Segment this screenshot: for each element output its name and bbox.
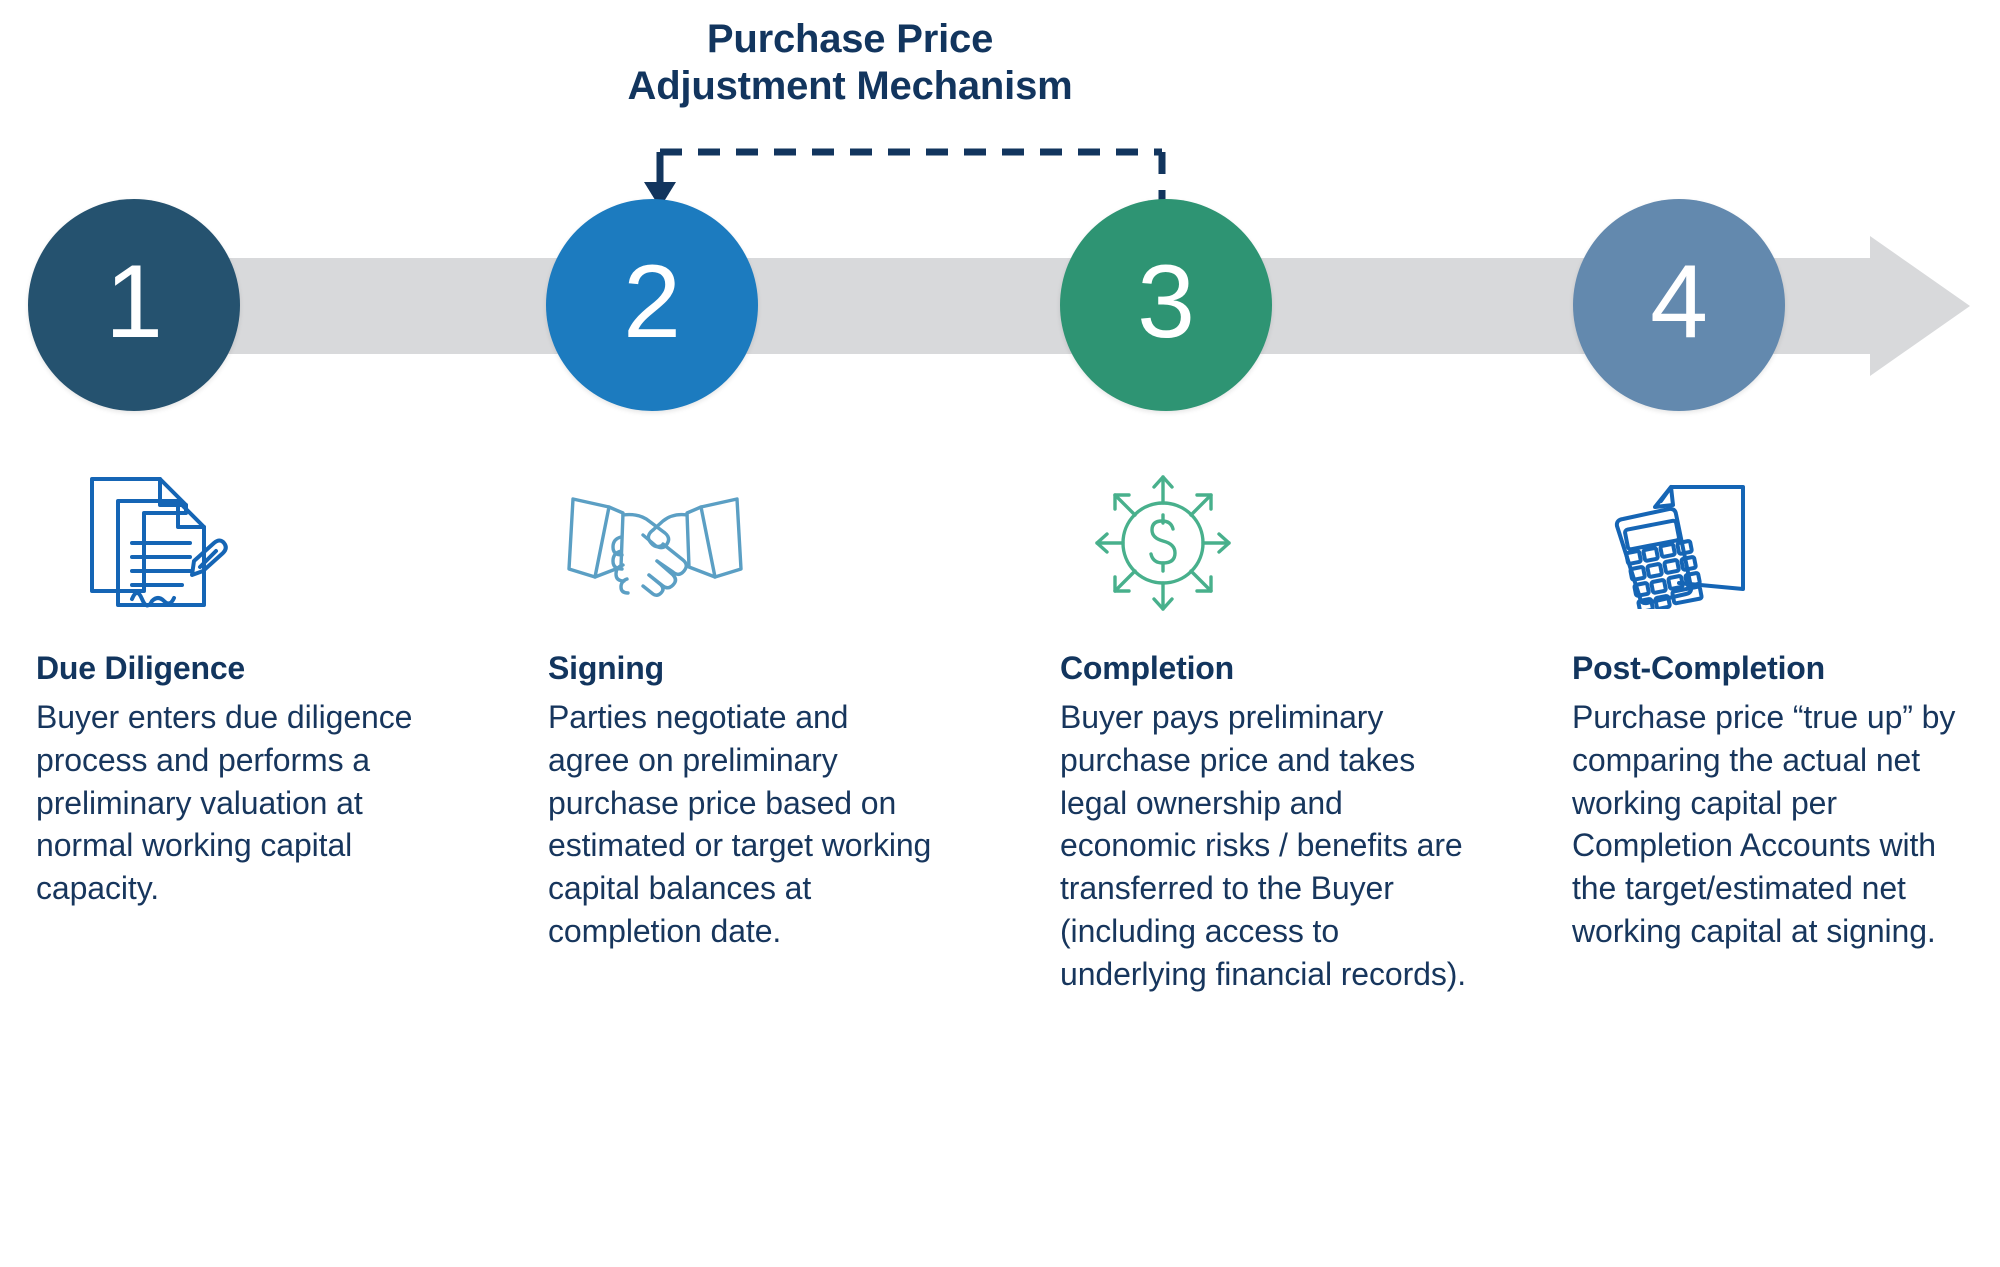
step-4-heading: Post-Completion [1572,650,1825,686]
step-4-icon-container [1588,468,1778,618]
step-1-number: 1 [105,244,163,360]
step-3-body: Buyer pays preliminary purchase price an… [1060,698,1467,993]
step-2-body: Parties negotiate and agree on prelimina… [548,698,932,950]
calculator-document-icon [1614,485,1745,609]
handshake-icon [567,497,743,597]
timeline-arrow-shape [40,236,1970,376]
purchase-price-adjustment-bracket [644,148,1166,208]
diagram-title: Purchase Price Adjustment Mechanism [520,16,1180,110]
step-1-icon-container [62,468,252,618]
step-2-circle[interactable]: 2 [546,199,758,411]
step-2-icon-container [560,468,750,618]
step-4-circle[interactable]: 4 [1573,199,1785,411]
step-4-body: Purchase price “true up” by comparing th… [1572,698,1956,950]
step-4-number: 4 [1650,244,1708,360]
document-signature-icon [90,477,228,608]
step-3-circle[interactable]: 3 [1060,199,1272,411]
step-3-heading: Completion [1060,650,1234,686]
diagram-title-line-1: Purchase Price [706,17,994,61]
step-3-text-column: Completion Buyer pays preliminary purcha… [1060,650,1480,996]
step-1-heading: Due Diligence [36,650,246,686]
step-1-text-column: Due Diligence Buyer enters due diligence… [36,650,421,910]
step-1-body: Buyer enters due diligence process and p… [36,698,413,907]
step-3-icon-container [1068,468,1258,618]
step-4-text-column: Post-Completion Purchase price “true up”… [1572,650,1982,953]
dollar-expand-icon [1095,475,1231,611]
step-1-circle[interactable]: 1 [28,199,240,411]
step-2-number: 2 [623,244,681,360]
step-3-number: 3 [1137,244,1195,360]
timeline-arrow-bar [40,236,1970,376]
bracket-arrowhead-icon [644,182,676,208]
step-2-text-column: Signing Parties negotiate and agree on p… [548,650,933,953]
step-2-heading: Signing [548,650,664,686]
diagram-title-line-2: Adjustment Mechanism [627,64,1073,109]
